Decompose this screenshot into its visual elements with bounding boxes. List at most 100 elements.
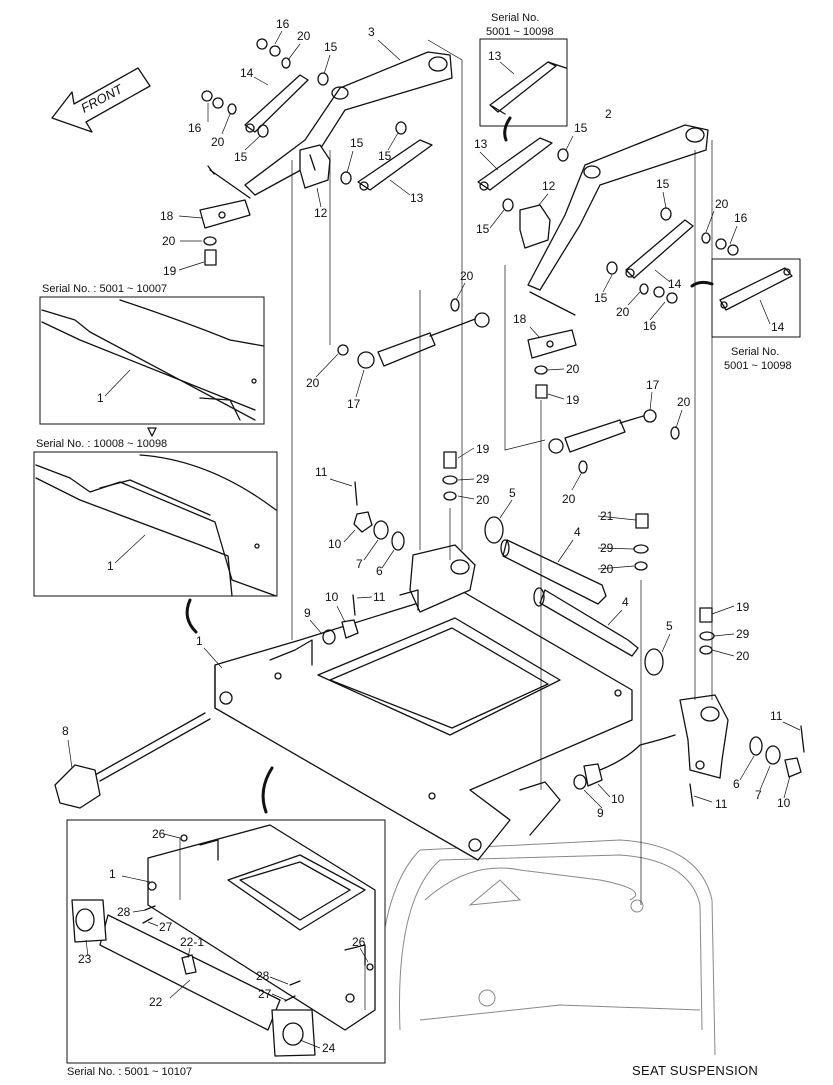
callout-15: 15 [656,177,670,191]
callout-20: 20 [715,197,729,211]
callout-18: 18 [160,209,174,223]
detail-c-callout-27: 27 [159,920,173,934]
washer-part-7-group [373,520,781,765]
serial-range: 5001 ~ 10098 [486,26,554,38]
page-title: SEAT SUSPENSION [632,1063,758,1078]
detail-c-callout-24: 24 [322,1041,336,1055]
callout-20: 20 [297,29,311,43]
callout-7: 7 [755,788,762,802]
seat-cushion-outline [377,839,716,1061]
callout-15: 15 [476,222,490,236]
callout-15: 15 [324,40,338,54]
detail-c-callout-28: 28 [117,905,131,919]
callout-20: 20 [736,649,750,663]
serial-heading: Serial No. [491,12,539,24]
detail-b-serial: Serial No. : 10008 ~ 10098 [36,438,167,450]
pointer-arrows [185,116,714,814]
callout-16: 16 [188,121,202,135]
callout-5: 5 [666,619,673,633]
callout-15: 15 [594,291,608,305]
link-part-14-left [244,74,309,133]
callout-16: 16 [276,17,290,31]
callout-11: 11 [715,797,728,811]
link-part-13-right [477,137,553,191]
detail-c-callout-26: 26 [152,827,166,841]
callout-15: 15 [574,121,588,135]
callout-18: 18 [513,312,527,326]
callout-10: 10 [611,792,625,806]
callout-4: 4 [622,595,629,609]
callout-12: 12 [542,179,556,193]
callout-14: 14 [240,66,254,80]
washer-part-9-group [322,629,587,790]
washer-part-29-group [442,475,715,641]
detail-inset-b: Serial No. : 10008 ~ 10098 1 [33,438,278,597]
callout-20: 20 [562,492,576,506]
detail-a-callout-1: 1 [97,391,104,405]
detail-c-callout-1: 1 [109,867,116,881]
assembly-guide-lines [291,39,713,905]
detail-inset-a: Serial No. : 5001 ~ 10007 1 [39,283,265,437]
callout-10: 10 [777,796,791,810]
callout-20: 20 [600,562,614,576]
bracket-part-18-right [527,329,577,359]
callout-11: 11 [770,709,783,723]
callout-29: 29 [736,627,750,641]
callout-20: 20 [677,395,691,409]
pin-part-11-group [352,481,805,807]
detail-c-callout-22: 22 [149,995,163,1009]
callout-8: 8 [62,724,69,738]
gas-spring-part-17-left [357,312,490,369]
washer-part-15-group [257,72,672,275]
callout-13: 13 [474,137,488,151]
callout-15: 15 [234,150,248,164]
scissor-arm-part-2 [527,124,709,316]
callout-3: 3 [368,25,375,39]
callout-20: 20 [566,362,580,376]
callout-16: 16 [643,319,657,333]
bushing-part-5-group [484,516,664,676]
callout-6: 6 [376,564,383,578]
callout-4: 4 [574,525,581,539]
front-arrow-icon: FRONT [51,67,151,133]
link-part-14-right [625,219,694,279]
serial-inset-link-14: 14 Serial No. 5001 ~ 10098 [711,258,801,372]
detail-a-serial: Serial No. : 5001 ~ 10007 [42,283,167,295]
callout-9: 9 [304,606,311,620]
callout-19: 19 [163,264,177,278]
callout-20: 20 [211,135,225,149]
callout-29: 29 [476,472,490,486]
callout-16: 16 [734,211,748,225]
detail-c-callout-26: 26 [352,935,366,949]
detail-b-callout-1: 1 [107,559,114,573]
nut-part-16-group [201,38,739,304]
callout-9: 9 [597,806,604,820]
detail-c-callout-23: 23 [78,952,92,966]
callout-10: 10 [328,537,342,551]
shaft-part-4-upper [500,539,607,605]
callout-labels: 16 20 15 3 14 16 20 15 15 15 13 12 18 20… [62,17,791,820]
pivot-bracket-right [679,694,729,779]
callout-5: 5 [509,486,516,500]
callout-6: 6 [733,777,740,791]
callout-20: 20 [306,376,320,390]
gas-spring-part-17-right [548,409,657,454]
callout-11: 11 [373,590,386,604]
detail-c-callout-28: 28 [256,969,270,983]
callout-13: 13 [410,191,424,205]
cable [599,734,676,771]
serial-heading: Serial No. [731,346,779,358]
callout-17: 17 [347,397,361,411]
callout-2: 2 [605,107,612,121]
adjust-handle-part-8 [54,712,211,809]
callout-12: 12 [314,206,328,220]
inset-callout-13: 13 [488,49,502,63]
washer-part-6-group [391,531,763,756]
scissor-arm-part-3 [207,51,453,199]
detail-c-serial: Serial No. : 5001 ~ 10107 [67,1066,192,1078]
detail-c-callout-27: 27 [258,987,272,1001]
detail-inset-c: 26 1 28 27 22-1 23 22 26 28 27 24 Serial… [66,819,386,1078]
callout-21: 21 [600,509,614,523]
leader-lines [67,30,801,809]
